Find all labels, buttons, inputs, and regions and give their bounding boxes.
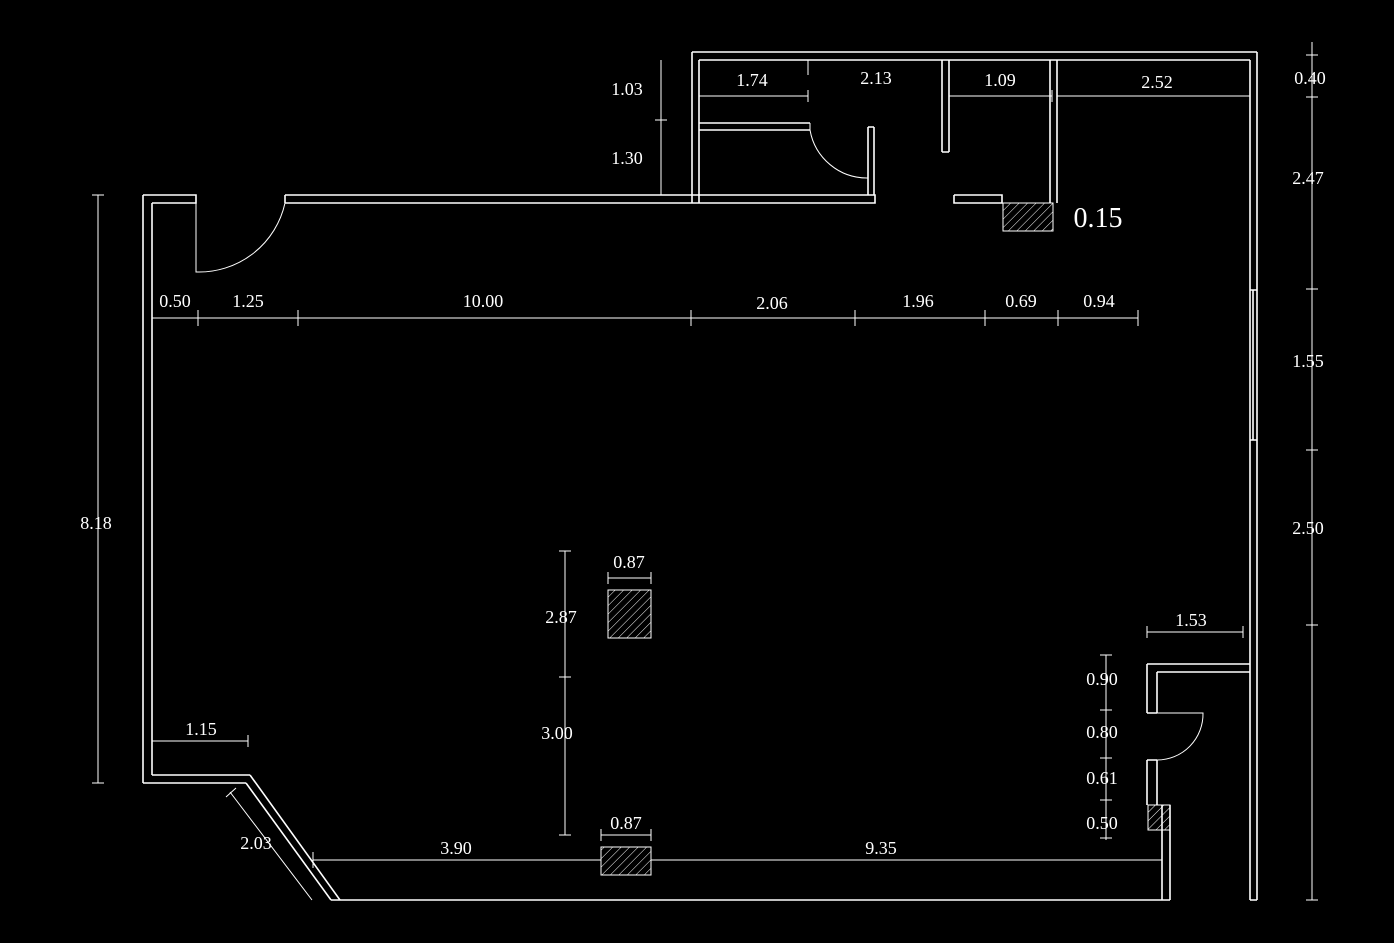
dim-h-2-06: 2.06 [756, 293, 788, 313]
dim-column-b-0-87: 0.87 [610, 813, 642, 833]
dim-r-0-40: 0.40 [1294, 68, 1326, 88]
column-top-right [1002, 202, 1054, 232]
columns [600, 202, 1171, 876]
dim-b-2-03: 2.03 [240, 833, 272, 853]
dim-h-1-96: 1.96 [902, 291, 934, 311]
dim-b-9-35: 9.35 [865, 838, 897, 858]
dim-h-0-50: 0.50 [159, 291, 191, 311]
dim-h-0-94: 0.94 [1083, 291, 1115, 311]
dimension-labels: 1.74 2.13 1.09 2.52 1.03 1.30 0.15 0.50 … [80, 68, 1326, 858]
column-bottom [600, 846, 652, 876]
toilet-door [1156, 712, 1204, 761]
dim-left-1-30: 1.30 [611, 148, 643, 168]
dim-e-0-90: 0.90 [1086, 669, 1118, 689]
dim-r-2-47: 2.47 [1292, 168, 1324, 188]
doors [195, 123, 1204, 761]
dim-r-1-55: 1.55 [1292, 351, 1324, 371]
dim-b-1-15: 1.15 [185, 719, 217, 739]
dimension-lines [92, 42, 1318, 901]
column-center [607, 589, 652, 639]
entrance-door [195, 202, 286, 273]
dim-v-2-87: 2.87 [545, 607, 577, 627]
dim-column-0-15: 0.15 [1074, 203, 1123, 234]
dim-v-8-18: 8.18 [80, 513, 112, 533]
dim-e-1-53: 1.53 [1175, 610, 1207, 630]
dim-h-10-00: 10.00 [463, 291, 504, 311]
dim-top-1-74: 1.74 [736, 70, 768, 90]
dim-v-3-00: 3.00 [541, 723, 573, 743]
dim-e-0-50: 0.50 [1086, 813, 1118, 833]
dim-b-3-90: 3.90 [440, 838, 472, 858]
dim-top-2-13: 2.13 [860, 68, 892, 88]
annex-door [809, 123, 869, 179]
dim-h-0-69: 0.69 [1005, 291, 1037, 311]
dim-top-1-09: 1.09 [984, 70, 1016, 90]
dim-r-2-50: 2.50 [1292, 518, 1324, 538]
dim-e-0-61: 0.61 [1086, 768, 1118, 788]
dim-left-1-03: 1.03 [611, 79, 643, 99]
dim-e-0-80: 0.80 [1086, 722, 1118, 742]
dim-column-a-0-87: 0.87 [613, 552, 645, 572]
column-toilet [1147, 804, 1171, 831]
dim-top-2-52: 2.52 [1141, 72, 1173, 92]
dim-h-1-25: 1.25 [232, 291, 264, 311]
